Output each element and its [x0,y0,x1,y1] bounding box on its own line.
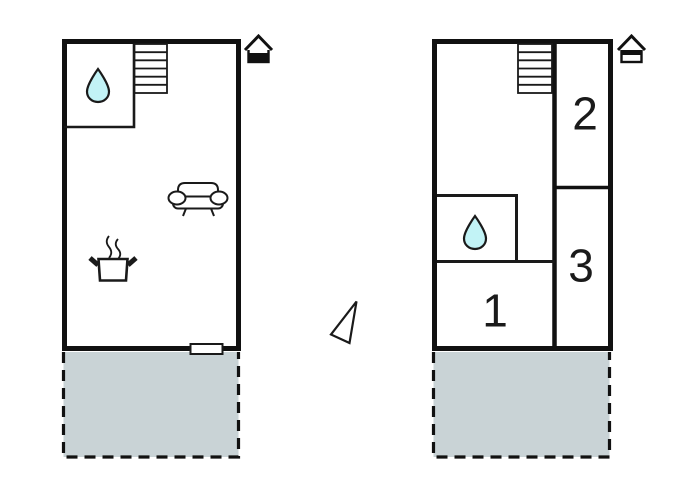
upper-floor-plan: 1 2 3 [431,33,647,459]
water-drop-icon [462,214,488,251]
terrace-area [431,352,612,459]
pot-handle [88,256,100,267]
ground-floor-plan [61,33,274,459]
room-1-label: 1 [482,285,508,337]
bathroom-walls [437,194,555,263]
pot-body [97,257,129,282]
steam-line [105,235,113,259]
terrace-fill [433,352,610,457]
room-2-label: 2 [572,88,598,140]
house-upper-floor-icon [616,33,647,64]
staircase-icon [517,43,553,94]
terrace-dashed-border [61,352,241,459]
room-3-label: 3 [568,240,594,292]
stove-icon [88,235,138,282]
sofa-icon [167,182,229,217]
staircase-icon [133,43,168,94]
terrace-dashed-border [431,352,612,459]
door-opening [189,343,224,355]
steam-line [114,238,122,260]
north-arrow-icon [329,300,358,345]
pot-handle [126,256,138,267]
water-drop-icon [85,67,111,104]
house-ground-floor-icon [243,33,274,64]
terrace-fill [63,352,239,457]
terrace-area [61,352,241,459]
